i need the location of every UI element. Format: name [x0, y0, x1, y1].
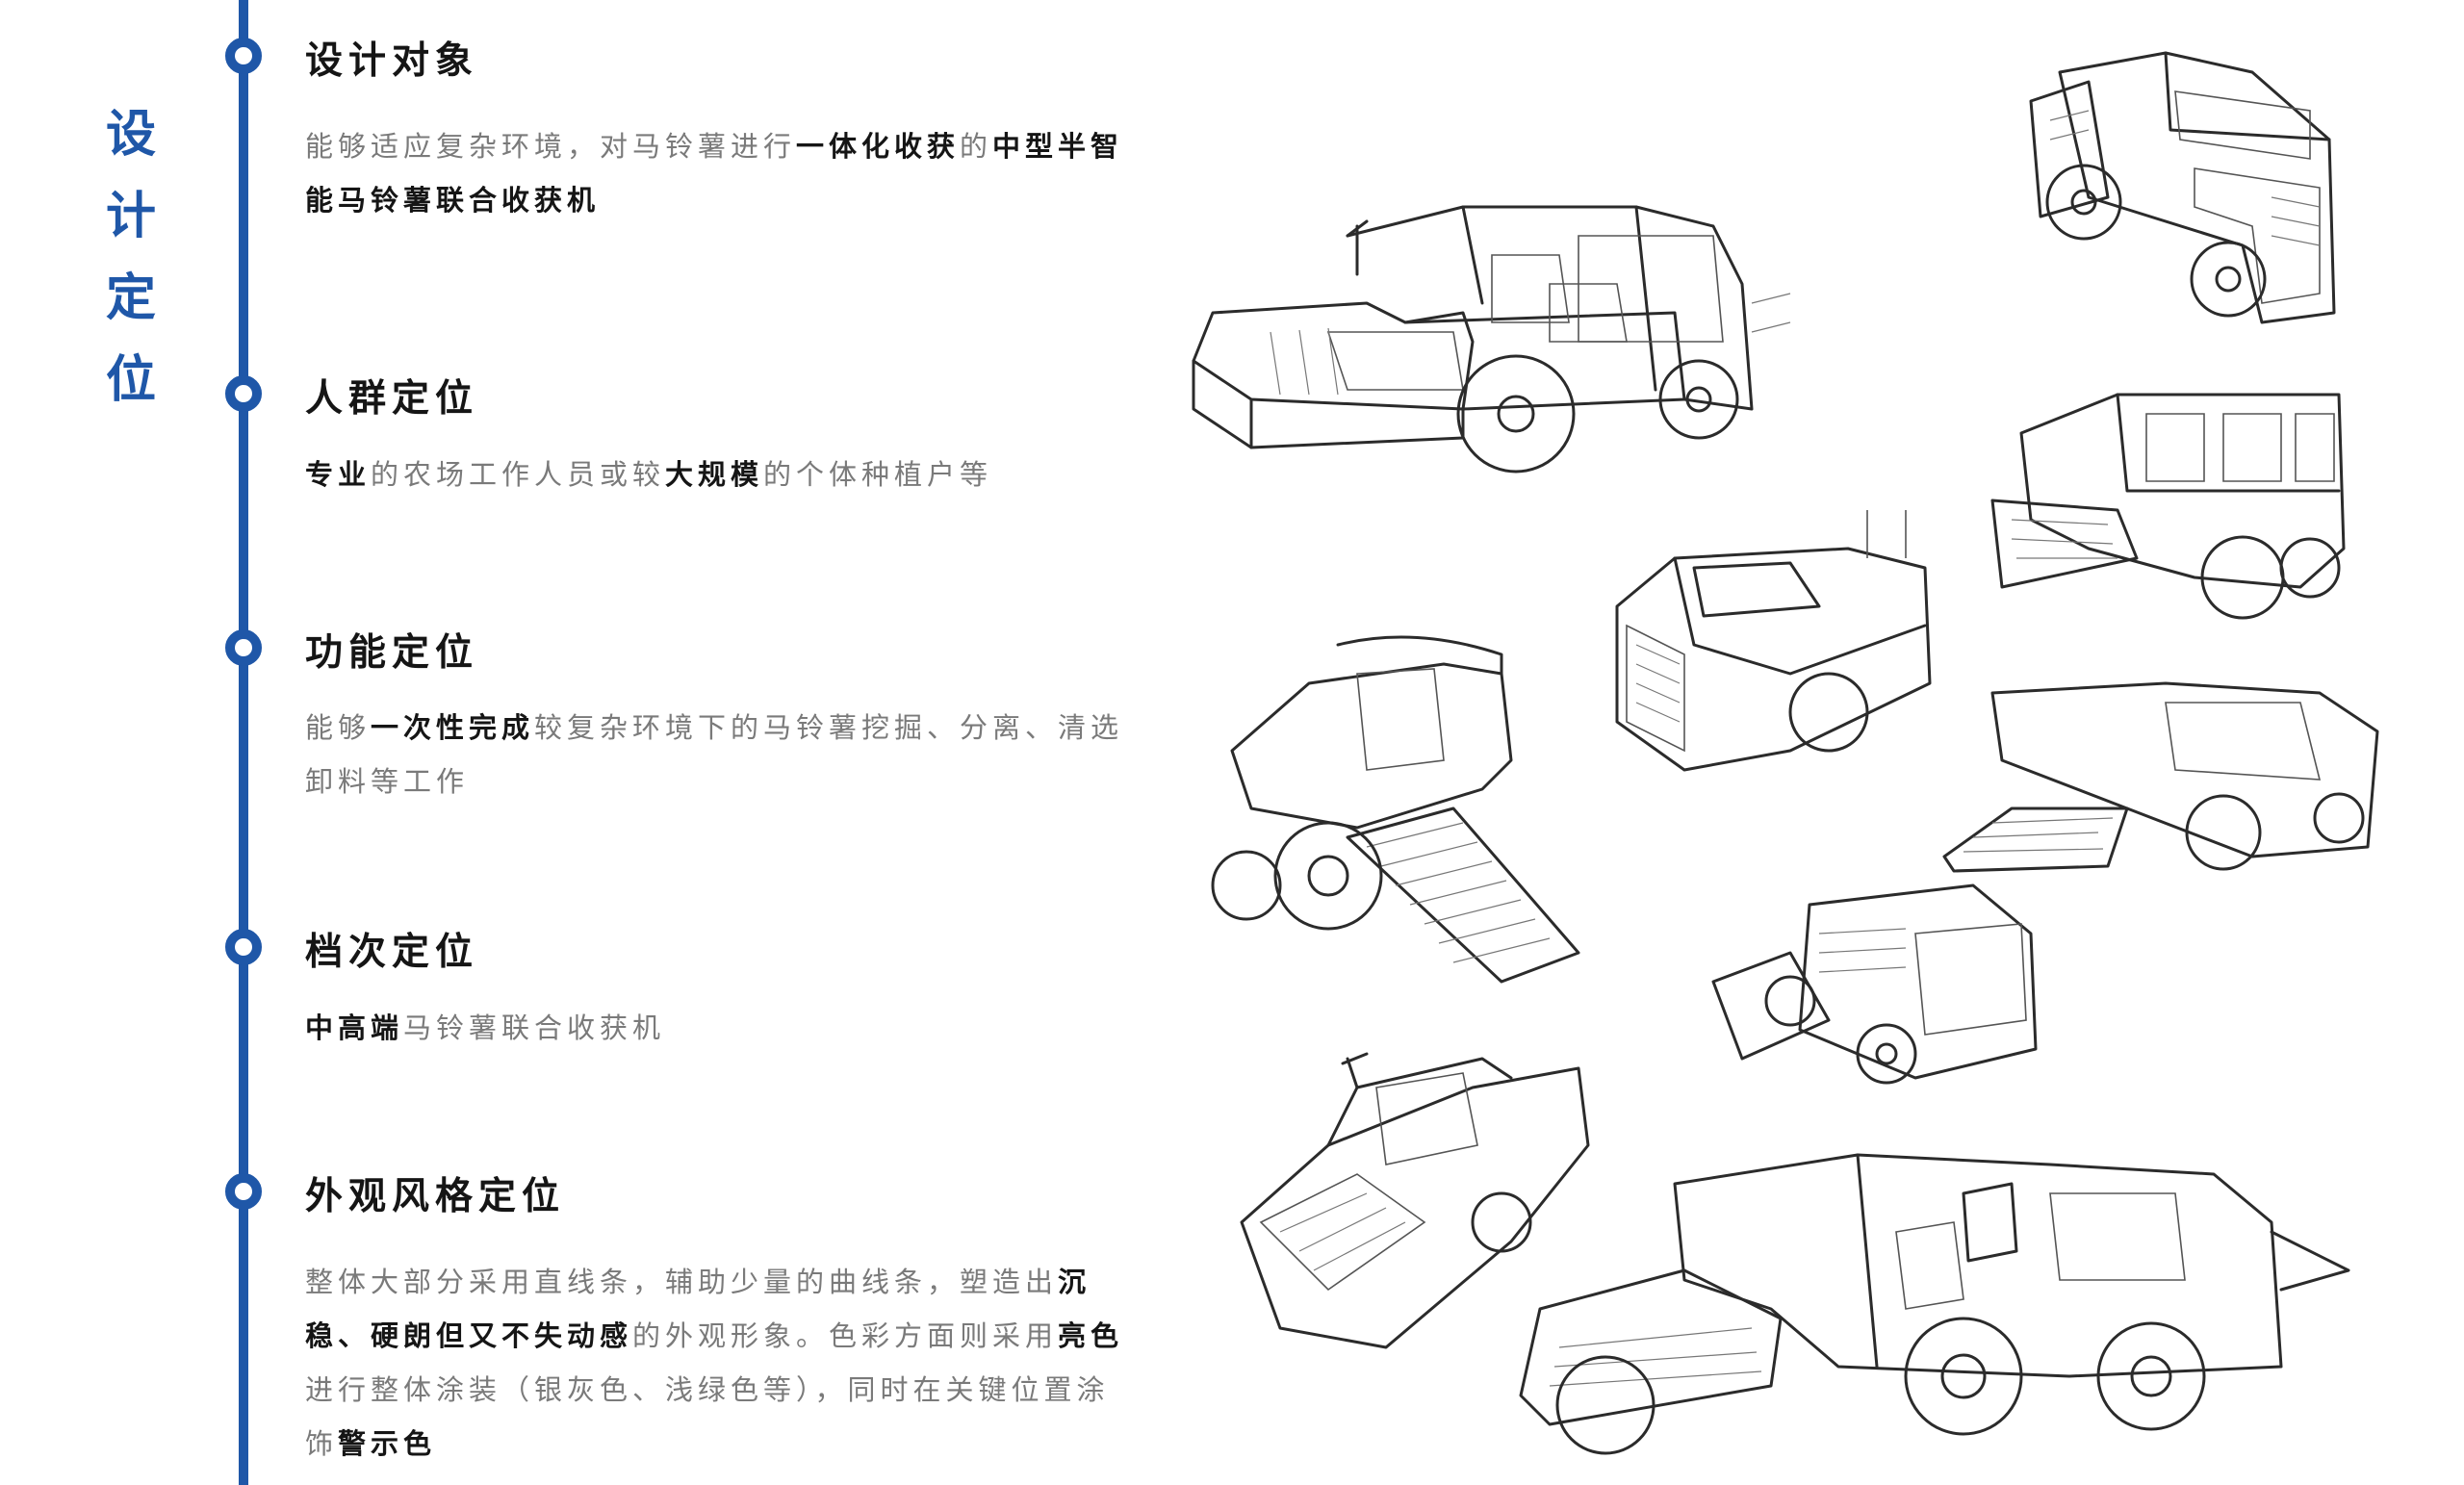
body-text-emphasis: 中型半智能马铃薯联合收获机	[305, 130, 1124, 217]
body-text-emphasis: 警示色	[338, 1427, 437, 1460]
body-text-run: 进行整体涂装（银灰色、浅绿色等），同时在关键位置涂饰	[305, 1373, 1110, 1460]
timeline-node	[225, 375, 262, 412]
harvester-sketch-three-quarter	[1222, 1030, 1607, 1395]
harvester-sketch-front-angle	[2002, 34, 2358, 351]
section-body: 能够一次性完成较复杂环境下的马铃薯挖掘、分离、清选卸料等工作	[305, 701, 1133, 808]
section-body: 能够适应复杂环境，对马铃薯进行一体化收获的中型半智能马铃薯联合收获机	[305, 119, 1133, 227]
harvester-sketch-conveyor	[1194, 616, 1607, 1001]
body-text-run: 能够适应复杂环境，对马铃薯进行	[305, 130, 797, 163]
section-heading: 档次定位	[305, 931, 479, 974]
harvester-sketch-side-view	[1174, 168, 1973, 534]
body-text-run: 马铃薯联合收获机	[403, 1011, 666, 1044]
timeline-line	[239, 0, 248, 1485]
harvester-sketch-tilted-side	[1935, 664, 2387, 885]
timeline-node	[225, 629, 262, 666]
body-text-emphasis: 沉稳、硬朗但又不失动感	[305, 1266, 1091, 1352]
title-char: 计	[105, 188, 156, 245]
body-text-run: 的个体种植户等	[763, 458, 993, 491]
timeline-node	[225, 1173, 262, 1210]
body-text-run: 的农场工作人员或较	[371, 458, 666, 491]
body-text-run: 整体大部分采用直线条，辅助少量的曲线条，塑造出	[305, 1266, 1059, 1298]
section-body: 专业的农场工作人员或较大规模的个体种植户等	[305, 448, 1133, 501]
harvester-sketch-rear-angle	[1973, 356, 2377, 645]
title-char: 定	[105, 269, 156, 327]
harvester-sketch-boxy-front	[1598, 510, 1944, 799]
harvester-sketch-large-side	[1511, 1116, 2377, 1463]
body-text-emphasis: 专业	[305, 458, 372, 491]
body-text-emphasis: 大规模	[665, 458, 764, 491]
harvester-sketches	[1165, 29, 2445, 1472]
title-char: 设	[105, 106, 156, 164]
body-text-run: 能够	[305, 711, 372, 744]
body-text-emphasis: 中高端	[305, 1011, 404, 1044]
body-text-emphasis: 一体化收获	[796, 130, 961, 163]
title-char: 位	[105, 351, 156, 409]
timeline-node	[225, 38, 262, 74]
body-text-run: 较复杂环境下的马铃薯挖掘、分离、清选卸料等工作	[305, 711, 1124, 798]
section-body: 整体大部分采用直线条，辅助少量的曲线条，塑造出沉稳、硬朗但又不失动感的外观形象。…	[305, 1255, 1133, 1471]
timeline-node	[225, 929, 262, 965]
harvester-sketch-compact	[1704, 876, 2069, 1107]
vertical-page-title: 设 计 定 位	[92, 94, 169, 422]
body-text-run: 的	[960, 130, 993, 163]
body-text-emphasis: 亮色	[1058, 1319, 1124, 1352]
body-text-emphasis: 一次性完成	[371, 711, 535, 744]
section-heading: 设计对象	[305, 39, 479, 83]
section-heading: 功能定位	[305, 631, 479, 675]
section-heading: 人群定位	[305, 377, 479, 421]
section-heading: 外观风格定位	[305, 1175, 566, 1218]
body-text-run: 的外观形象。色彩方面则采用	[632, 1319, 1059, 1352]
section-body: 中高端马铃薯联合收获机	[305, 1001, 1133, 1055]
